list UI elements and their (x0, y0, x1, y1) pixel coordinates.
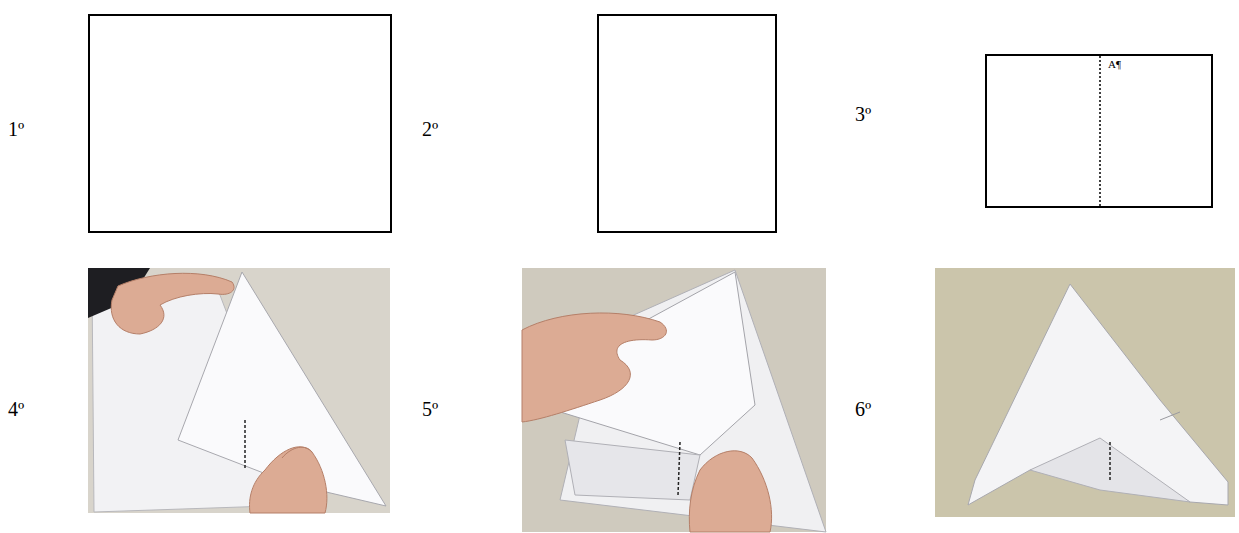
paper-sheet (598, 15, 776, 232)
paper-sheet (89, 15, 391, 232)
step-number: 4º (8, 398, 24, 420)
photo-step-5 (522, 268, 826, 532)
fold-line (1099, 56, 1101, 206)
step-number: 6º (855, 398, 871, 420)
step-number: 2º (422, 118, 438, 140)
photo-step-4 (88, 268, 390, 513)
step-number: 1º (8, 118, 24, 140)
photo-step-6 (935, 268, 1235, 517)
point-label: A¶ (1108, 58, 1121, 70)
step-number: 3º (855, 103, 871, 125)
paper-sheet: A¶ (985, 54, 1213, 208)
step-number: 5º (422, 398, 438, 420)
